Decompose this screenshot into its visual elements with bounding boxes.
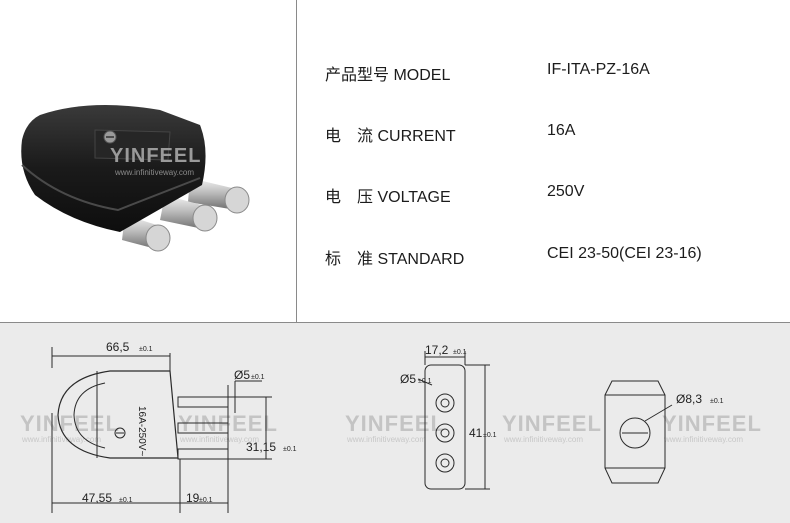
dim-face-height: 41 [469, 426, 483, 440]
watermark-url: www.infinitiveway.com [347, 435, 426, 444]
dim-face-hole-tol: ±0.1 [418, 378, 432, 385]
face-view-drawing [417, 351, 490, 490]
dim-face-width-tol: ±0.1 [453, 349, 467, 356]
dim-pin-dia-tol: ±0.1 [251, 374, 265, 381]
spec-label-en: VOLTAGE [377, 189, 451, 206]
spec-row-standard: 标 准 STANDARD CEI 23-50(CEI 23-16) [325, 245, 765, 269]
spec-label-en: STANDARD [377, 251, 465, 268]
photo-watermark-brand: YINFEEL [110, 145, 202, 167]
dim-face-height-tol: ±0.1 [483, 432, 497, 439]
dim-length-tol: ±0.1 [139, 346, 153, 353]
spec-label-en: MODEL [393, 67, 451, 84]
spec-label-cn: 产品型号 [325, 67, 390, 84]
dim-face-hole: Ø5 [400, 372, 416, 386]
spec-row-voltage: 电 压 VOLTAGE 250V [325, 183, 765, 207]
watermark-brand: YINFEEL [502, 411, 602, 436]
back-view-drawing [604, 380, 673, 484]
dim-pin-span: 31,15 [246, 440, 276, 454]
horizontal-divider [0, 322, 790, 323]
spec-row-current: 电 流 CURRENT 16A [325, 122, 765, 146]
watermark-url: www.infinitiveway.com [504, 435, 583, 444]
spec-value: CEI 23-50(CEI 23-16) [547, 245, 702, 262]
side-view-drawing [51, 353, 272, 513]
spec-label-en: CURRENT [377, 128, 456, 145]
dim-face-width: 17,2 [425, 343, 449, 357]
vertical-divider [296, 0, 297, 322]
dim-cable-hole: Ø8,3 [676, 392, 702, 406]
watermark-brand: YINFEEL [345, 411, 445, 436]
plug-body [21, 105, 206, 232]
spec-label-cn: 标 准 [325, 251, 374, 268]
dim-pin-dia: Ø5 [234, 368, 250, 382]
spec-value: 16A [547, 122, 576, 139]
spec-label-cn: 电 压 [325, 189, 374, 206]
watermark-url: www.infinitiveway.com [664, 435, 743, 444]
spec-label-cn: 电 流 [325, 128, 374, 145]
dim-pin-span-tol: ±0.1 [283, 446, 297, 453]
top-section: YINFEEL www.infinitiveway.com 产品型号 MODEL… [21, 0, 765, 322]
watermark-url: www.infinitiveway.com [22, 435, 101, 444]
pin-shapes [122, 178, 250, 252]
dim-pin-len: 19 [186, 491, 200, 505]
plug-product-image [21, 105, 250, 252]
watermark-brand: YINFEEL [662, 411, 762, 436]
technical-drawings: 16A-250V~ 66,5 ±0.1 Ø5 ±0.1 31,15 ±0.1 4… [51, 340, 724, 513]
watermark-brand: YINFEEL [20, 411, 120, 436]
dim-body-len: 47,55 [82, 491, 112, 505]
side-view-dimension-lines [51, 347, 267, 504]
spec-value: IF-ITA-PZ-16A [547, 61, 650, 78]
spec-row-model: 产品型号 MODEL IF-ITA-PZ-16A [325, 61, 765, 85]
dim-pin-len-tol: ±0.1 [199, 497, 213, 504]
dim-cable-hole-tol: ±0.1 [710, 398, 724, 405]
dim-length: 66,5 [106, 340, 130, 354]
watermark-url: www.infinitiveway.com [180, 435, 259, 444]
photo-watermark-url: www.infinitiveway.com [115, 168, 194, 177]
dim-body-len-tol: ±0.1 [119, 497, 133, 504]
spec-value: 250V [547, 183, 585, 200]
rating-label: 16A-250V~ [136, 406, 147, 456]
